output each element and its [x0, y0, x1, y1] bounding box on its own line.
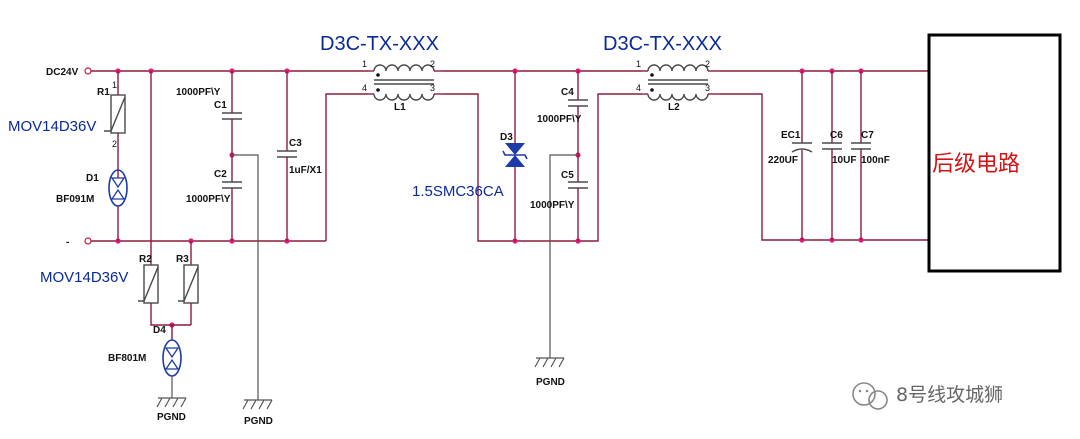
c2-value: 1000PF\Y — [186, 194, 231, 205]
d1-value: BF091M — [56, 194, 94, 205]
c4-capacitor — [568, 71, 588, 182]
c1-capacitor — [222, 71, 242, 182]
d3-value: 1.5SMC36CA — [412, 183, 504, 200]
watermark-logo-icon — [852, 382, 888, 410]
r3-ref: R3 — [176, 254, 189, 265]
c5-ref: C5 — [561, 170, 574, 181]
ec1-ref: EC1 — [781, 130, 801, 141]
ground-label-c1c2: PGND — [244, 416, 273, 427]
c2-ref: C2 — [214, 169, 227, 180]
c5-value: 1000PF\Y — [530, 200, 575, 211]
l2-pin2: 2 — [705, 59, 710, 69]
ground-symbol-c1c2 — [242, 399, 273, 410]
r2-varistor — [138, 71, 191, 326]
d4-ref: D4 — [153, 325, 166, 336]
c6-ref: C6 — [830, 130, 843, 141]
l2-pin1: 1 — [636, 59, 641, 69]
d3-tvs-diode — [502, 71, 528, 241]
l2-pin4: 4 — [636, 83, 641, 93]
r1-varistor — [104, 71, 126, 170]
d1-gas-tube — [108, 169, 128, 241]
c1-c2-ground-wire — [232, 154, 259, 400]
c1-value: 1000PF\Y — [176, 87, 221, 98]
c6-capacitor — [822, 71, 842, 240]
r2-ref: R2 — [139, 254, 152, 265]
c3-value: 1uF/X1 — [289, 165, 322, 176]
c2-capacitor — [222, 181, 242, 241]
c6-value: 10UF — [832, 155, 856, 166]
watermark-text: 8号线攻城狮 — [896, 384, 1003, 406]
input-pos-terminal — [84, 67, 92, 75]
r1-pin2: 2 — [112, 139, 117, 149]
c4-c5-ground-wire — [549, 154, 578, 358]
input-neg-terminal — [84, 237, 92, 245]
input-pos-label: DC24V — [46, 67, 79, 78]
r1-value: MOV14D36V — [8, 118, 96, 135]
c7-ref: C7 — [861, 130, 874, 141]
r1-pin1: 1 — [112, 80, 117, 90]
load-block-label: 后级电路 — [932, 152, 1020, 177]
load-block — [927, 33, 1062, 273]
ec1-value: 220UF — [768, 155, 798, 166]
c7-value: 100nF — [861, 155, 890, 166]
filter1-title: D3C-TX-XXX — [320, 33, 439, 55]
ground-label-d4: PGND — [157, 412, 186, 423]
c3-capacitor — [277, 71, 297, 241]
d1-ref: D1 — [86, 173, 99, 184]
c4-value: 1000PF\Y — [537, 114, 582, 125]
l1-pin2: 2 — [430, 59, 435, 69]
ec1-capacitor — [791, 71, 813, 240]
r1-ref: R1 — [97, 87, 110, 98]
ground-label-c4c5: PGND — [536, 377, 565, 388]
r2-r3-value: MOV14D36V — [40, 269, 128, 286]
c5-capacitor — [568, 181, 588, 241]
l2-ref: L2 — [668, 102, 680, 113]
l1-pin4: 4 — [362, 83, 367, 93]
l2-pin3: 3 — [705, 83, 710, 93]
c1-ref: C1 — [214, 100, 227, 111]
ground-symbol-d4 — [156, 397, 187, 408]
c4-ref: C4 — [561, 87, 574, 98]
l2-choke — [642, 64, 720, 101]
d4-value: BF801M — [108, 353, 146, 364]
l1-pin3: 3 — [430, 83, 435, 93]
filter2-title: D3C-TX-XXX — [603, 33, 722, 55]
l1-choke — [368, 64, 444, 101]
ground-symbol-c4c5 — [534, 357, 565, 368]
c3-ref: C3 — [289, 138, 302, 149]
l1-pin1: 1 — [362, 59, 367, 69]
input-neg-label: - — [66, 237, 69, 248]
l1-ref: L1 — [394, 102, 406, 113]
d3-ref: D3 — [500, 132, 513, 143]
r3-varistor — [178, 241, 199, 325]
c7-capacitor — [851, 71, 871, 240]
d4-gas-tube — [162, 325, 182, 398]
